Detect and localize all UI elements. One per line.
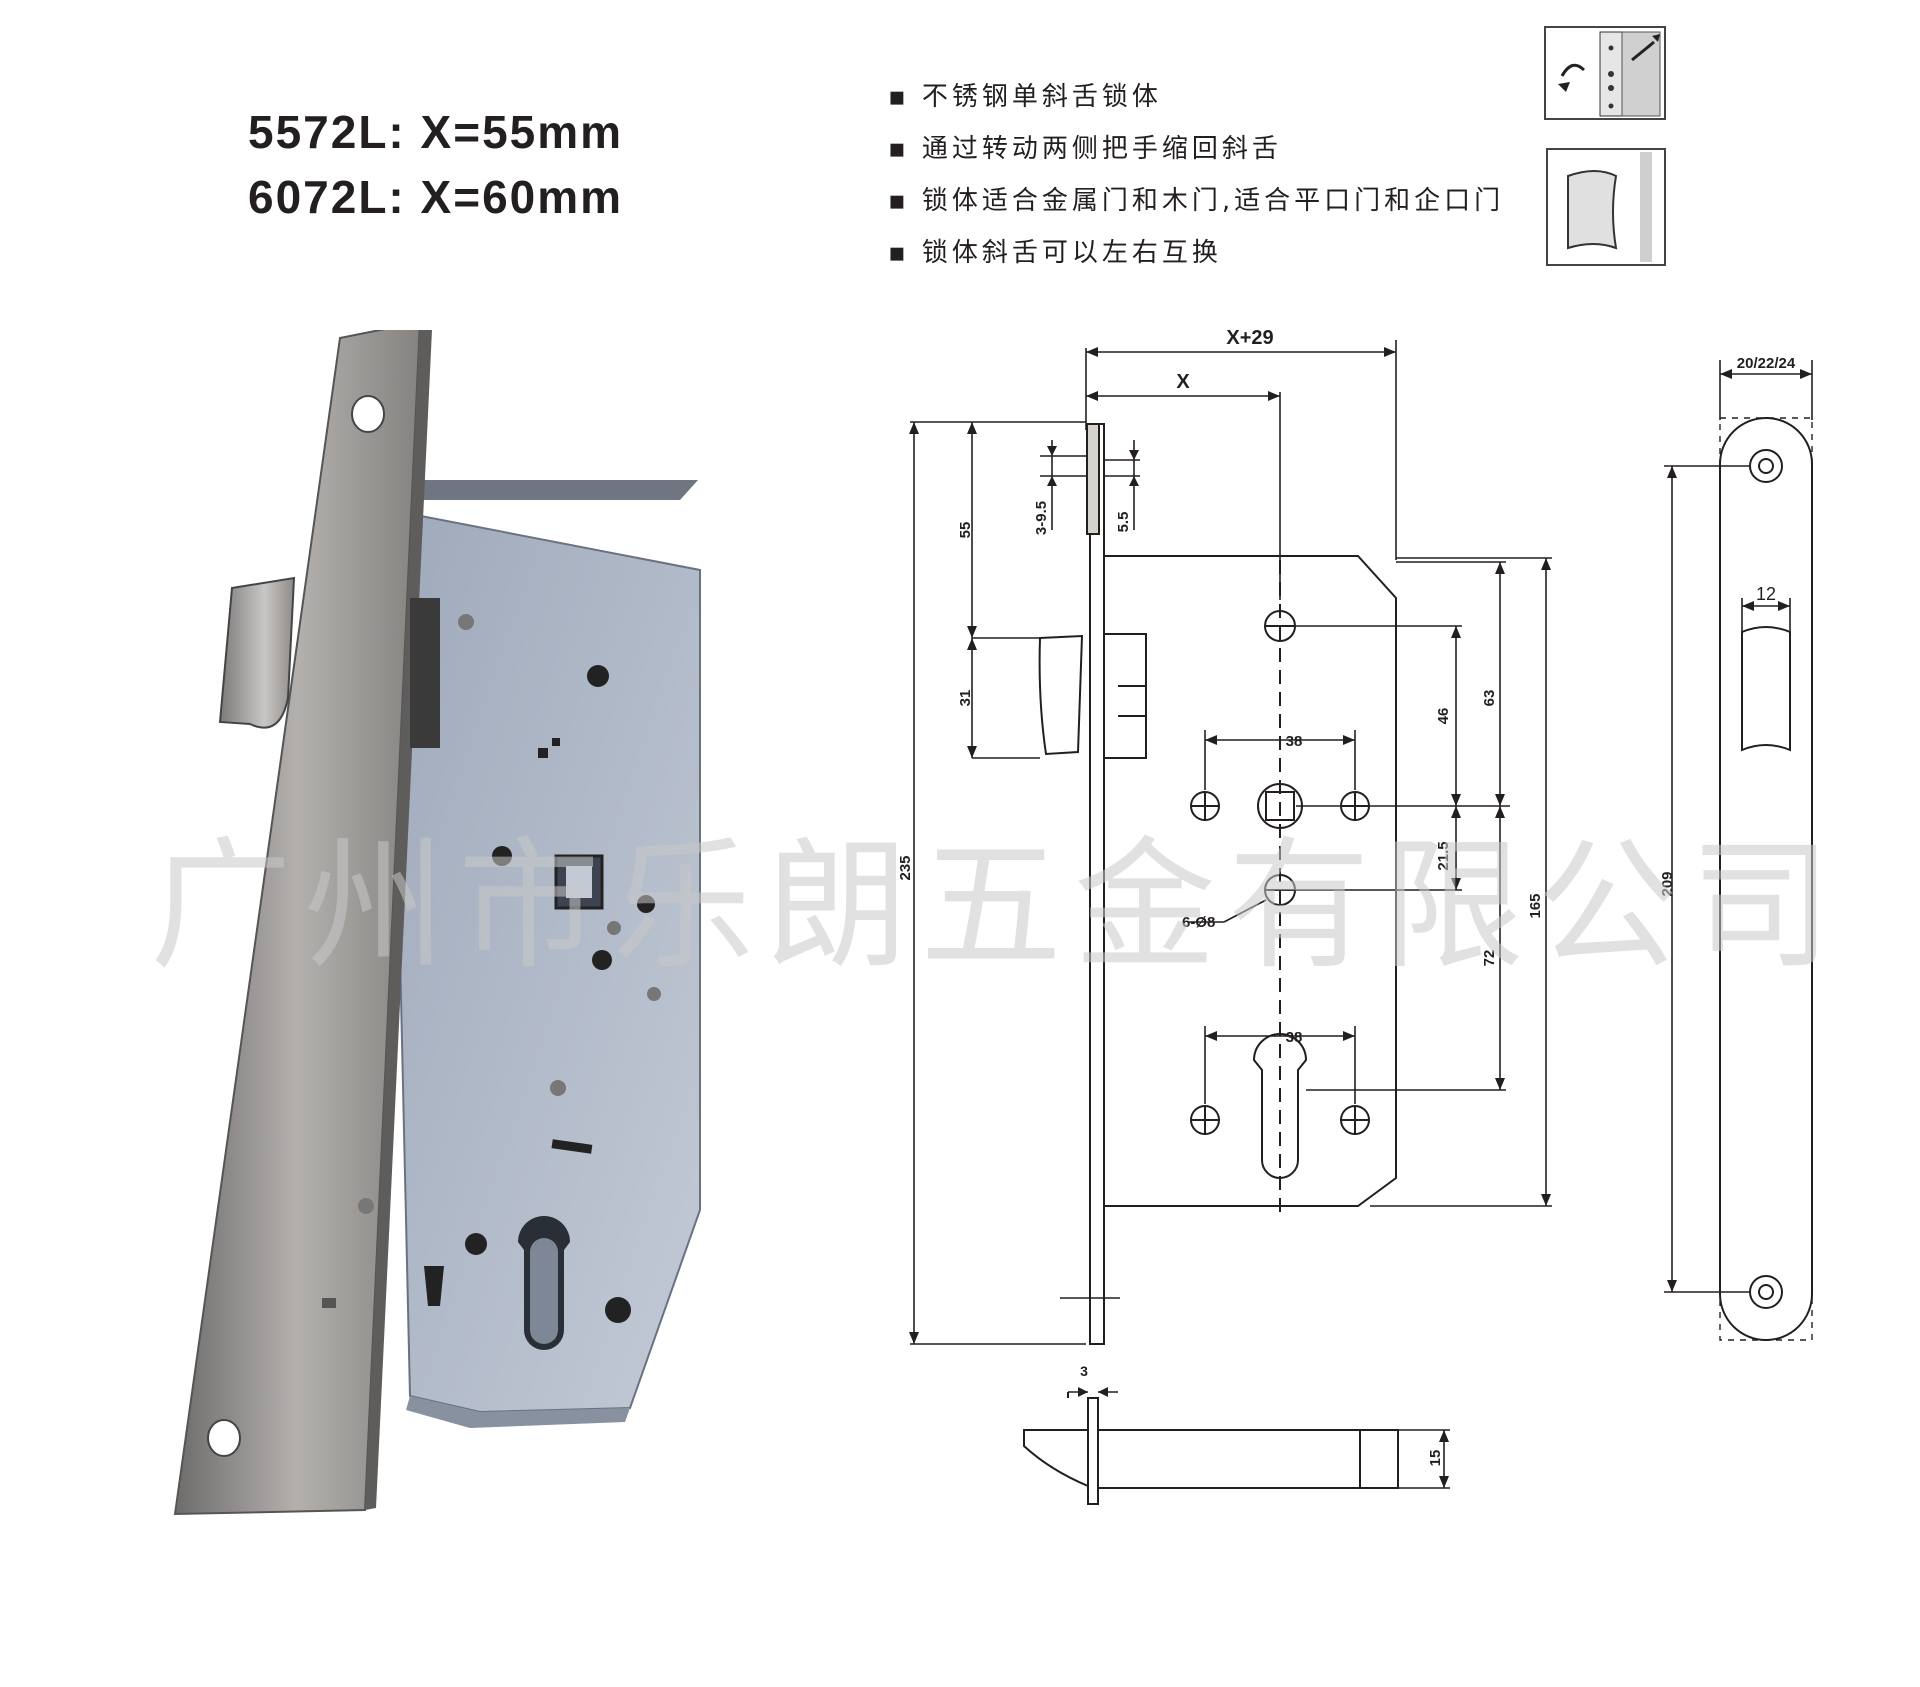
lock-top-view: [1023, 1392, 1399, 1505]
install-instruction-icon: [1544, 26, 1666, 120]
dim-63: 63: [1481, 690, 1498, 707]
model-spec: X=60mm: [420, 171, 624, 223]
dim-165: 165: [1527, 893, 1544, 918]
model-line-5572l: 5572L: X=55mm: [248, 105, 623, 159]
dim-5-5: 5.5: [1115, 512, 1132, 533]
lock-body-photo: [173, 330, 701, 1516]
dim-3: 3: [1080, 1363, 1088, 1379]
latch-reversal-icon: [1546, 148, 1666, 266]
model-line-6072l: 6072L: X=60mm: [248, 170, 623, 224]
company-watermark: 广州市乐朗五金有限公司: [150, 824, 1844, 989]
dim-3-9-5: 3-9.5: [1033, 501, 1050, 535]
dim-21-5: 21.5: [1435, 841, 1452, 870]
dim-38-top: 38: [1286, 733, 1303, 750]
cylinder-cutout: [1252, 1033, 1308, 1179]
dim-x: X: [1176, 371, 1190, 393]
feature-item: ▪ 通过转动两侧把手缩回斜舌: [888, 134, 1282, 164]
latch-outline: [1038, 634, 1084, 756]
model-code: 5572L:: [248, 106, 406, 158]
dim-55: 55: [957, 522, 974, 539]
dim-15: 15: [1427, 1450, 1444, 1467]
dim-x-plus-29: X+29: [1226, 327, 1273, 349]
dim-faceplate-width: 20/22/24: [1737, 355, 1796, 372]
feature-item: ▪ 锁体适合金属门和木门,适合平口门和企口门: [888, 186, 1505, 216]
model-spec: X=55mm: [420, 106, 624, 158]
dim-12: 12: [1756, 584, 1776, 604]
dim-46: 46: [1435, 708, 1452, 725]
dim-38-bottom: 38: [1286, 1029, 1303, 1046]
feature-item: ▪ 锁体斜舌可以左右互换: [888, 238, 1222, 268]
dim-235: 235: [897, 855, 914, 880]
dim-31: 31: [957, 690, 974, 707]
feature-item: ▪ 不锈钢单斜舌锁体: [888, 82, 1162, 112]
dim-holes: 6-Ø8: [1182, 914, 1215, 931]
dim-72: 72: [1481, 950, 1498, 967]
model-code: 6072L:: [248, 171, 406, 223]
lock-case-outline: [1104, 555, 1397, 1207]
